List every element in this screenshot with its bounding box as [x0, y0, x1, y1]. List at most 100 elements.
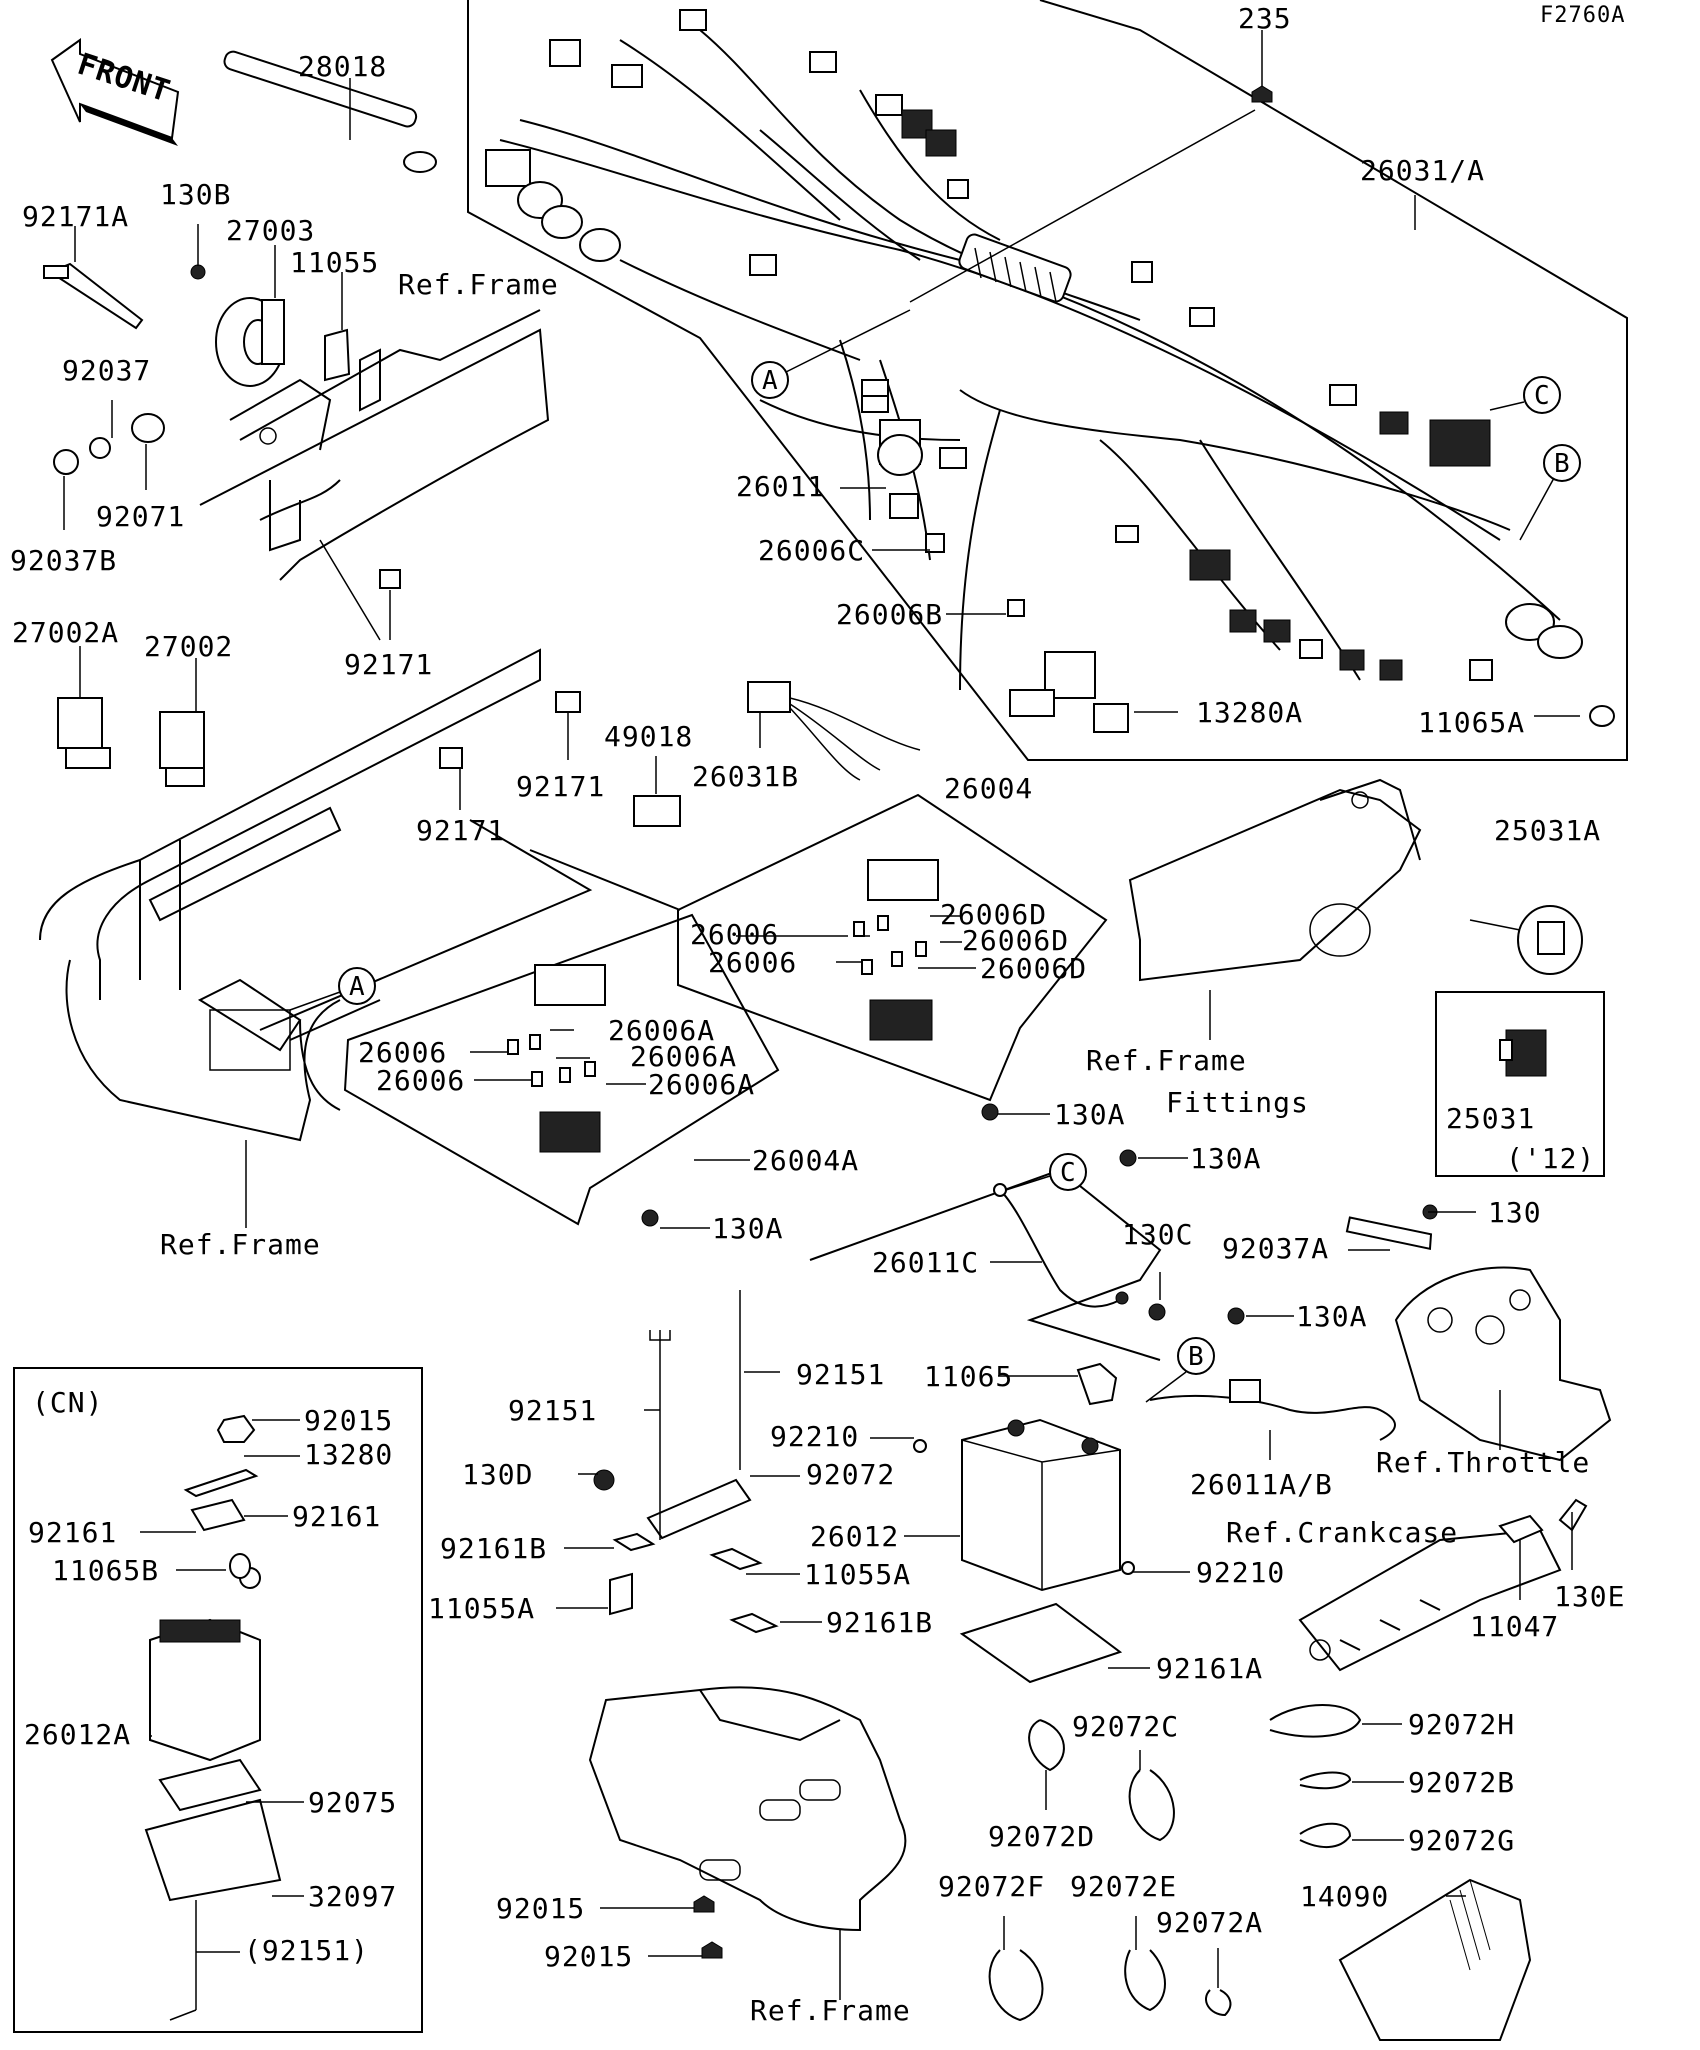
part-label: 130A — [1296, 1300, 1367, 1333]
part-label: 26006C — [758, 534, 865, 567]
part-label: 92072E — [1070, 1870, 1177, 1903]
bracket-92171A — [43, 226, 144, 330]
part-label: 92071 — [96, 500, 185, 533]
part-label: 92171 — [516, 770, 605, 803]
cap-11065 — [1076, 1362, 1118, 1406]
part-label: 92161A — [1156, 1652, 1263, 1685]
part-label: 26004 — [944, 772, 1033, 805]
part-label: 92015 — [544, 1940, 633, 1973]
part-label: 92210 — [770, 1420, 859, 1453]
part-label: Ref.Crankcase — [1226, 1516, 1458, 1549]
relay-27002 — [159, 658, 205, 787]
part-label: 92161B — [826, 1606, 933, 1639]
part-label: 26012A — [24, 1718, 131, 1751]
part-label: 26031/A — [1360, 154, 1485, 187]
part-label: 26006 — [708, 946, 797, 979]
grommet-92037 — [53, 400, 165, 530]
fuse-box-group-26004 — [677, 793, 1108, 1102]
part-label: 92072B — [1408, 1766, 1515, 1799]
part-label: 92171 — [344, 648, 433, 681]
part-label: 25031 — [1446, 1102, 1535, 1135]
part-label: 26006 — [690, 918, 779, 951]
part-label: 26031B — [692, 760, 799, 793]
part-label: 92161B — [440, 1532, 547, 1565]
part-label: 92037B — [10, 544, 117, 577]
fuse-box-group-26004A — [343, 913, 780, 1226]
part-label: Ref.Frame — [1086, 1044, 1247, 1077]
bracket-11055 — [324, 272, 351, 382]
part-label: 92015 — [304, 1404, 393, 1437]
part-label: 27002A — [12, 616, 119, 649]
part-label: 130A — [1190, 1142, 1261, 1175]
variant-box-25031 — [1435, 991, 1605, 1177]
part-label: 26006D — [980, 952, 1087, 985]
part-label: 130C — [1122, 1218, 1193, 1251]
battery-holder-92072 — [646, 1290, 752, 1540]
part-label: 26006D — [940, 898, 1047, 931]
callout-C-cable: C — [1005, 1153, 1087, 1191]
part-label: Fittings — [1166, 1086, 1309, 1119]
meter-25031A — [1469, 905, 1583, 975]
cable-26011AB — [1149, 1379, 1396, 1441]
part-label: 26006B — [836, 598, 943, 631]
part-label: 26006A — [630, 1040, 737, 1073]
cable-26011C — [993, 1183, 1129, 1308]
callout-B-text: B — [1554, 449, 1571, 479]
part-label: 92072C — [1072, 1710, 1179, 1743]
part-label: 32097 — [308, 1880, 397, 1913]
part-label: 92072F — [938, 1870, 1045, 1903]
part-label: 92210 — [1196, 1556, 1285, 1589]
part-label: 11065 — [924, 1360, 1013, 1393]
part-label: 26011 — [736, 470, 825, 503]
part-label: 49018 — [604, 720, 693, 753]
fuse-rod-28018 — [223, 50, 437, 173]
part-label: 27003 — [226, 214, 315, 247]
part-label: 26006 — [358, 1036, 447, 1069]
part-label: 14090 — [1300, 1880, 1389, 1913]
part-label: 26006A — [608, 1014, 715, 1047]
part-label: 92161 — [28, 1516, 117, 1549]
part-label: 25031A — [1494, 814, 1601, 847]
callout-A-frame: A — [289, 967, 376, 1011]
frame-fittings — [1128, 778, 1422, 1040]
cn-battery-26012A — [144, 1414, 282, 2021]
figure-code: F2760A — [1540, 3, 1625, 28]
part-labels: 235 28018 26031/A 130B 92171A 27003 1105… — [10, 2, 1624, 2027]
part-label: 130B — [160, 178, 231, 211]
part-label: 92037A — [1222, 1232, 1329, 1265]
callout-B-battery-text: B — [1188, 1342, 1205, 1372]
part-label: 26012 — [810, 1520, 899, 1553]
part-label: 92015 — [496, 1892, 585, 1925]
part-label: 26006A — [648, 1068, 755, 1101]
pad-92161A — [959, 1602, 1123, 1684]
battery-group-outline — [809, 1168, 1162, 1361]
part-label: 92151 — [796, 1358, 885, 1391]
crankcase-section — [1298, 1498, 1588, 1672]
part-label: 26011A/B — [1190, 1468, 1333, 1501]
part-label: 130 — [1488, 1196, 1542, 1229]
part-label: Ref.Frame — [398, 268, 559, 301]
part-label: 13280 — [304, 1438, 393, 1471]
part-label: 130A — [712, 1212, 783, 1245]
part-label: 92037 — [62, 354, 151, 387]
part-label: 11055 — [290, 246, 379, 279]
part-label: 92072G — [1408, 1824, 1515, 1857]
part-label: 92171A — [22, 200, 129, 233]
part-label: 92075 — [308, 1786, 397, 1819]
brackets-11055A — [593, 1439, 1135, 1634]
cable-bands — [988, 1704, 1362, 2022]
cn-label: (CN) — [32, 1386, 103, 1419]
callout-A-text: A — [762, 366, 779, 396]
part-label: 13280A — [1196, 696, 1303, 729]
callout-C-text: C — [1534, 381, 1551, 411]
part-label: 26011C — [872, 1246, 979, 1279]
callout-C-cable-text: C — [1060, 1158, 1077, 1188]
part-label: 11065B — [52, 1554, 159, 1587]
bolt-130A — [1119, 1149, 1245, 1325]
throttle-body — [1345, 1204, 1612, 1462]
leader-lines — [140, 487, 1580, 1988]
callout-C-harness: C — [1489, 376, 1561, 414]
meter-25031 — [1499, 1029, 1547, 1077]
part-label: Ref.Frame — [750, 1994, 911, 2027]
